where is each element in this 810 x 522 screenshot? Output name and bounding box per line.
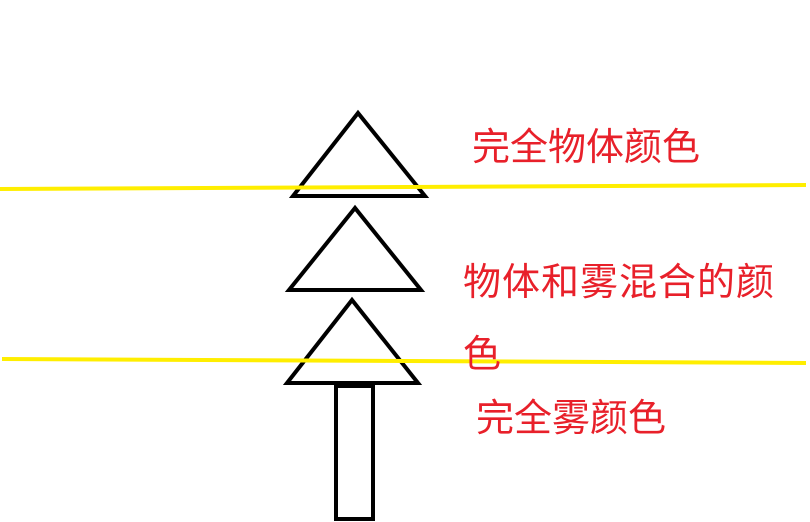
- tree-trunk: [334, 384, 375, 521]
- full-fog-color-label: 完全雾颜色: [476, 396, 667, 440]
- full-object-color-label: 完全物体颜色: [472, 125, 701, 169]
- tree-triangle-middle: [284, 204, 426, 292]
- mixed-color-label: 物体和雾混合的颜色: [463, 260, 776, 377]
- fog-end-line: [1, 357, 807, 365]
- tree-figure: [282, 109, 430, 521]
- fog-start-line: [0, 183, 807, 191]
- tree-triangle-bottom: [282, 296, 423, 385]
- tree-triangle-top: [288, 109, 430, 198]
